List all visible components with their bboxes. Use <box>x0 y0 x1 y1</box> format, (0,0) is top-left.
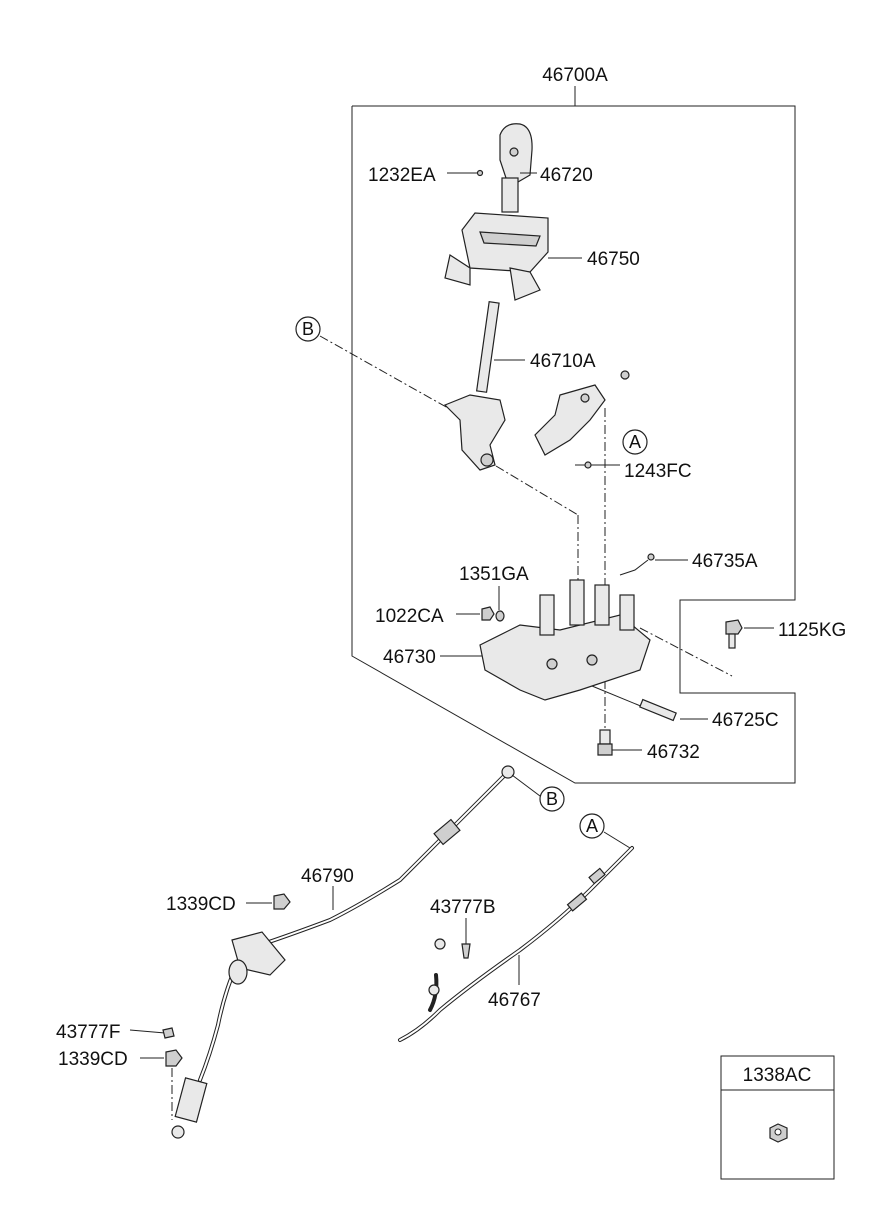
label-46710A: 46710A <box>530 351 596 372</box>
label-1339CD-top: 1339CD <box>166 894 236 915</box>
label-1339CD-bottom: 1339CD <box>58 1049 128 1070</box>
label-1125KG: 1125KG <box>778 620 846 641</box>
nut-1339cd-bottom <box>140 1049 183 1120</box>
label-46735A: 46735A <box>692 551 758 572</box>
nut-1022ca <box>456 606 495 621</box>
cable-46767 <box>398 846 634 1042</box>
svg-text:B: B <box>546 789 558 809</box>
shift-cable-46790 <box>171 765 515 1139</box>
label-46767: 46767 <box>488 990 541 1011</box>
label-46720: 46720 <box>540 165 593 186</box>
legend-box-1338ac: 1338AC <box>720 1055 835 1180</box>
label-43777F: 43777F <box>56 1022 120 1043</box>
indicator-panel <box>444 212 549 301</box>
clip-43777b <box>461 918 471 959</box>
label-43777B: 43777B <box>430 897 496 918</box>
detent-bracket <box>534 370 630 456</box>
bolt-1125kg <box>725 619 743 649</box>
clip-43777f <box>129 1027 175 1039</box>
pin-46725c <box>591 685 677 722</box>
label-46730: 46730 <box>383 647 436 668</box>
label-1232EA: 1232EA <box>368 165 436 186</box>
label-46725C: 46725C <box>712 710 779 731</box>
label-46790: 46790 <box>301 866 354 887</box>
washer-1351ga <box>495 586 505 622</box>
shift-lever <box>443 301 506 471</box>
screw-1232ea <box>447 169 484 177</box>
callout-b-bottom: B <box>539 786 565 812</box>
svg-text:B: B <box>302 319 314 339</box>
base-bracket <box>479 579 651 701</box>
callout-a-top: A <box>622 429 648 455</box>
label-1351GA: 1351GA <box>459 564 529 585</box>
assembly-label: 46700A <box>542 65 608 86</box>
assembly-outline <box>351 86 796 784</box>
callout-b-top: B <box>295 316 321 342</box>
screw-1243fc <box>584 461 592 469</box>
legend-title: 1338AC <box>743 1065 812 1086</box>
callout-a-bottom: A <box>579 813 605 839</box>
spring-46735a <box>619 559 649 576</box>
svg-text:A: A <box>586 816 598 836</box>
nut-1339cd-top <box>246 893 291 910</box>
label-46750: 46750 <box>587 249 640 270</box>
svg-text:A: A <box>629 432 641 452</box>
label-1243FC: 1243FC <box>624 461 692 482</box>
shift-knob <box>499 123 533 213</box>
label-46732: 46732 <box>647 742 700 763</box>
label-1022CA: 1022CA <box>375 606 444 627</box>
bolt-46732 <box>597 729 613 756</box>
